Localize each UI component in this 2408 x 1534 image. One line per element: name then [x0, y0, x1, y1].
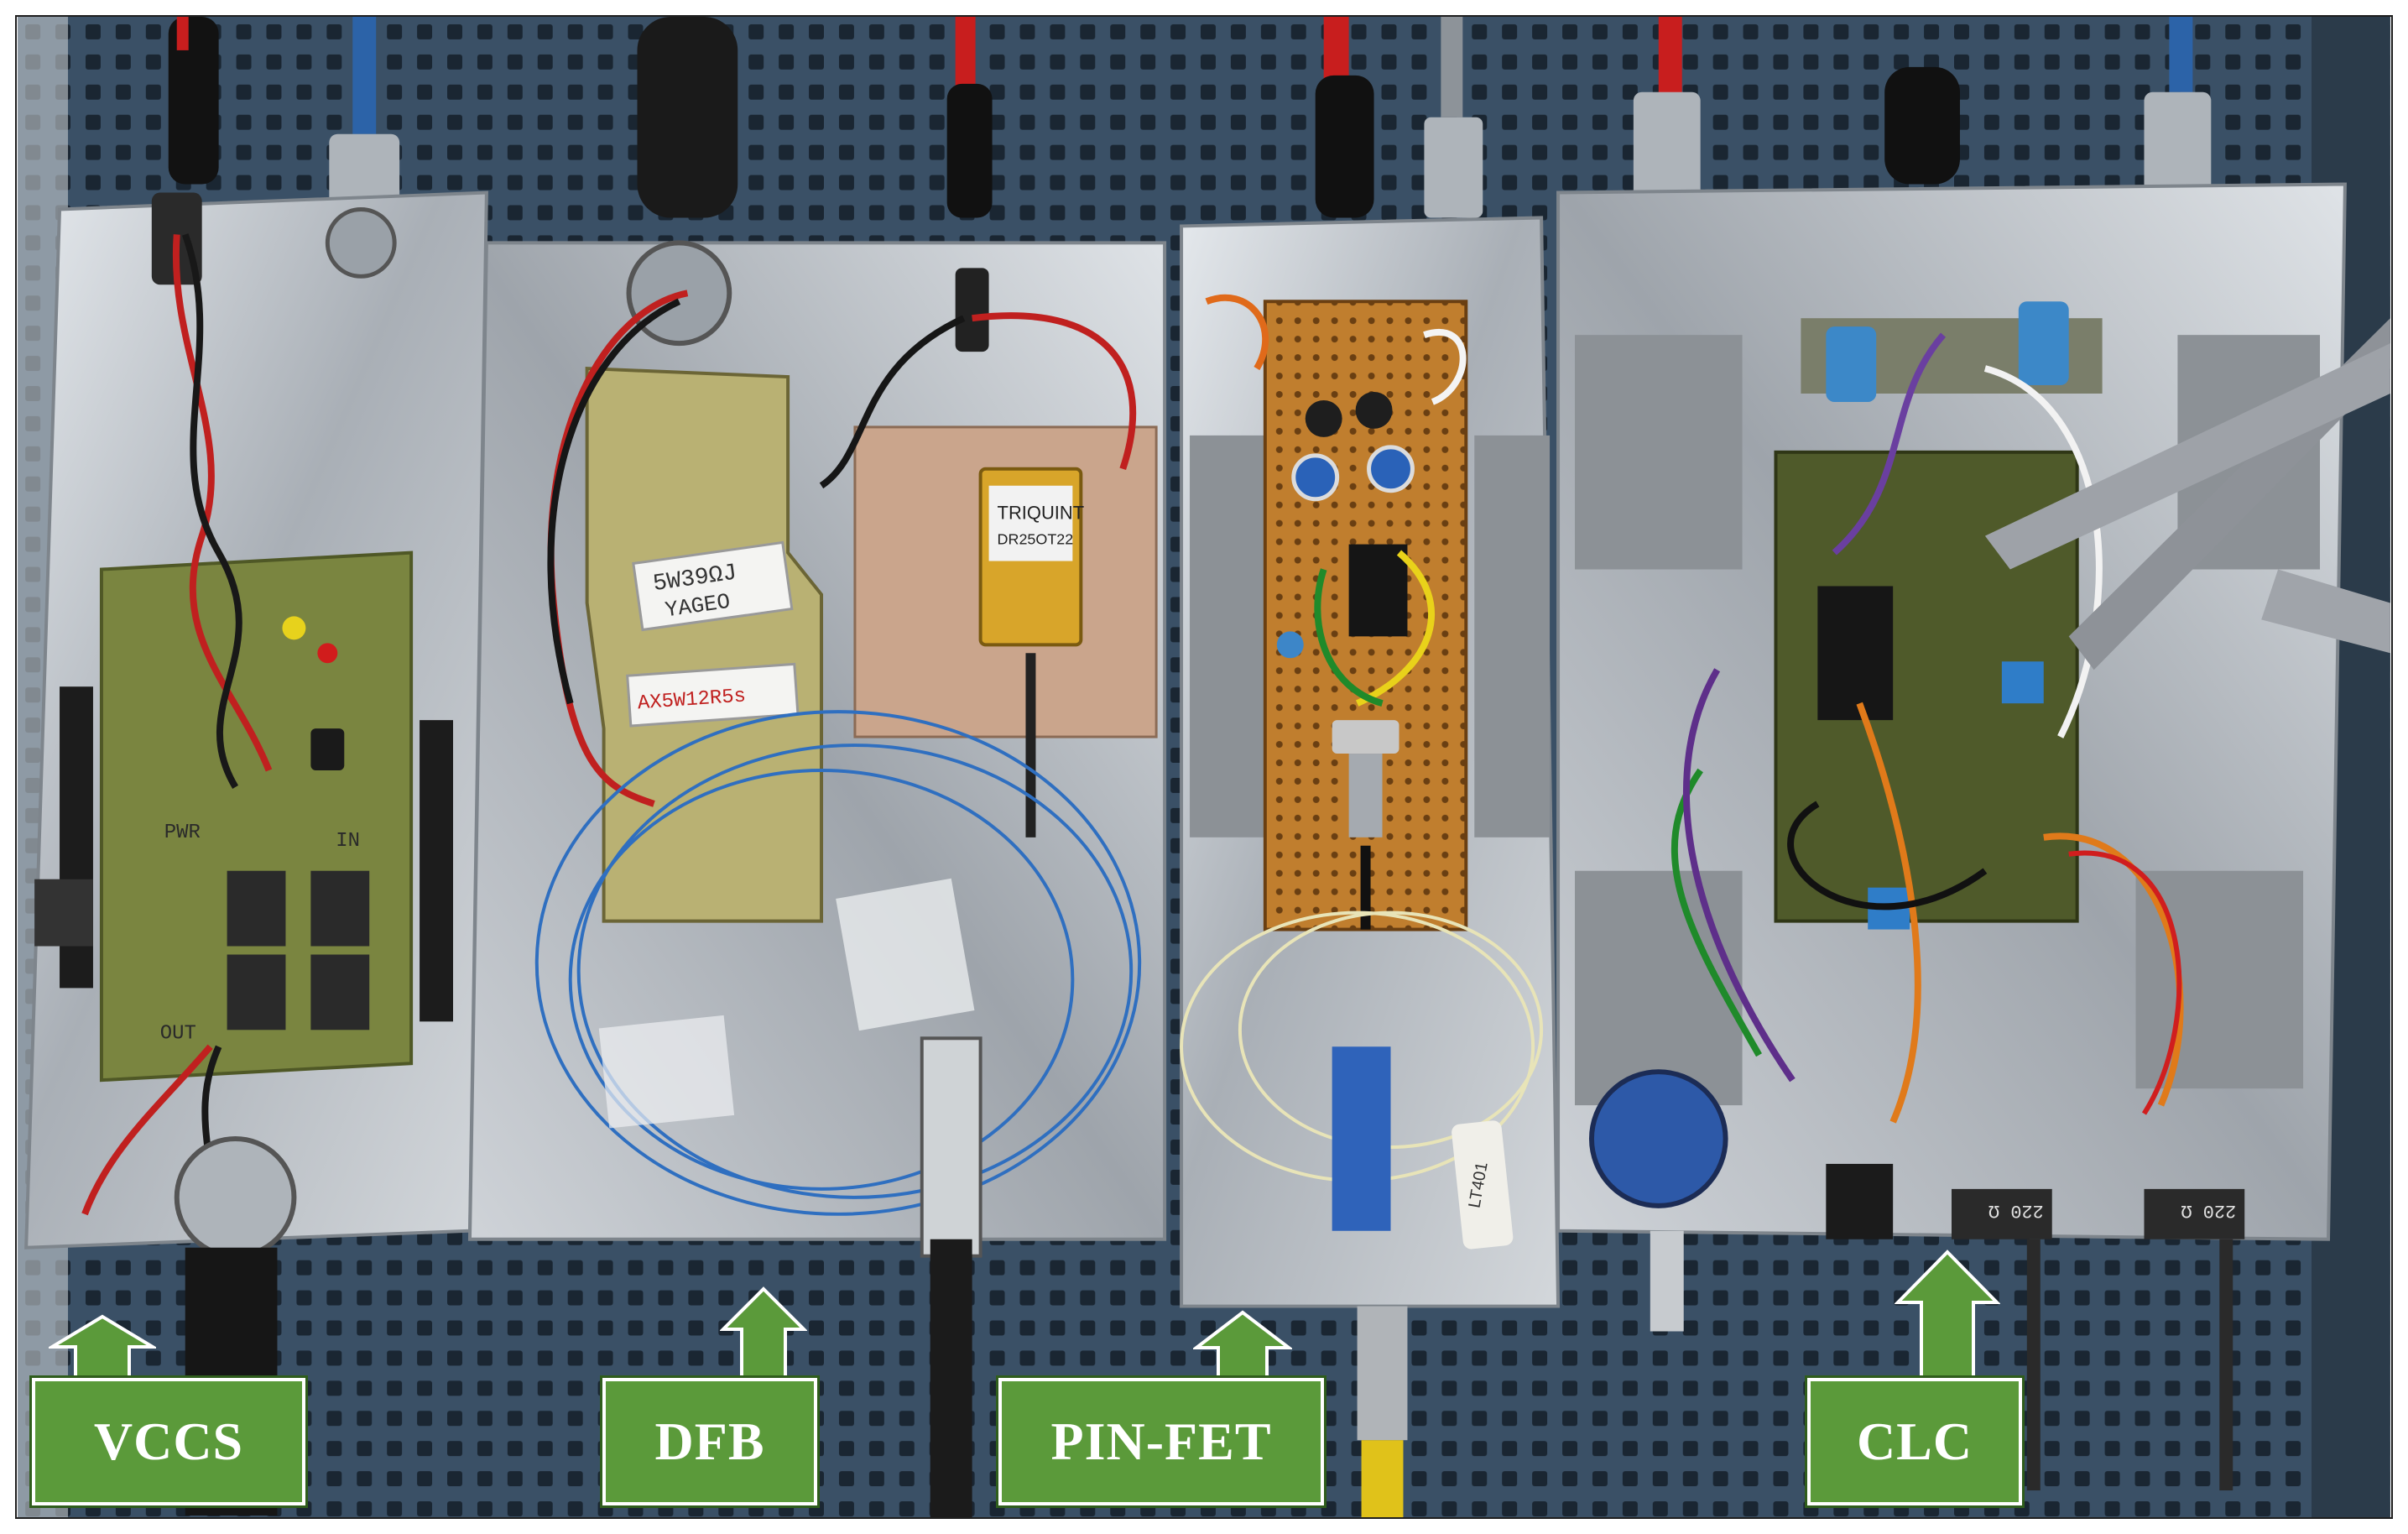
clc-arrow-icon — [1895, 1250, 2000, 1380]
vccs-pcb — [99, 550, 414, 1083]
vccs-label: VCCS — [29, 1375, 308, 1508]
laser-marking-2: DR25OT22 — [998, 531, 1074, 548]
pot-1-marking: 220 Ω — [1988, 1200, 2044, 1221]
vccs-pcb-in-text: IN — [336, 830, 360, 853]
lab-setup-photo: PWR IN OUT TRIQUINT DR25OT22 5W39ΩJ YAGE… — [15, 15, 2393, 1519]
vccs-label-text: VCCS — [93, 1411, 244, 1471]
vccs-pcb-pwr-text: PWR — [164, 822, 201, 844]
pinfet-enclosure: LT401 — [1180, 216, 1561, 1517]
dfb-enclosure: TRIQUINT DR25OT22 5W39ΩJ YAGEO AX5W12R5s — [467, 240, 1167, 1517]
vccs-enclosure: PWR IN OUT — [24, 190, 488, 1516]
vccs-pcb-out-text: OUT — [160, 1022, 196, 1045]
dfb-heatsink-board — [585, 366, 824, 923]
clc-enclosure: 220 Ω 220 Ω — [1556, 182, 2390, 1491]
pinfet-arrow-icon — [1193, 1310, 1292, 1380]
clc-label: CLC — [1805, 1375, 2025, 1508]
pinfet-label: PIN-FET — [996, 1375, 1326, 1508]
dfb-label-text: DFB — [654, 1411, 765, 1471]
vccs-arrow-icon — [49, 1314, 156, 1379]
dfb-arrow-icon — [720, 1286, 807, 1380]
clc-label-text: CLC — [1856, 1411, 1973, 1471]
top-cables — [168, 17, 2212, 243]
dfb-label: DFB — [600, 1375, 820, 1508]
pot-2-marking: 220 Ω — [2181, 1200, 2236, 1221]
laser-marking-1: TRIQUINT — [998, 503, 1085, 524]
pinfet-label-text: PIN-FET — [1050, 1411, 1272, 1471]
